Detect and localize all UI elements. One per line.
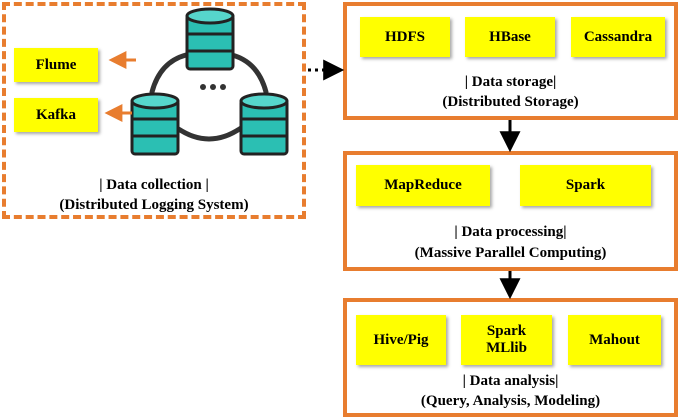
tool-spark: Spark — [520, 165, 651, 206]
data-storage-title: | Data storage| — [464, 74, 557, 90]
data-analysis-title: | Data analysis| — [462, 373, 559, 389]
tool-hbase: HBase — [465, 17, 555, 57]
database-icon — [130, 92, 180, 156]
data-processing-title: | Data processing| — [454, 224, 567, 240]
tool-hive-pig: Hive/Pig — [356, 315, 446, 365]
data-processing-panel: MapReduce Spark | Data processing| (Mass… — [343, 151, 678, 271]
data-analysis-subtitle: (Query, Analysis, Modeling) — [420, 393, 601, 409]
data-storage-panel: HDFS HBase Cassandra | Data storage| (Di… — [343, 2, 678, 120]
data-processing-subtitle: (Massive Parallel Computing) — [414, 245, 607, 261]
database-icon — [185, 7, 235, 71]
database-icon — [239, 92, 289, 156]
tool-kafka: Kafka — [14, 98, 98, 132]
tool-spark-mllib: Spark MLlib — [461, 315, 552, 365]
data-analysis-panel: Hive/Pig Spark MLlib Mahout | Data analy… — [343, 298, 678, 417]
data-collection-subtitle: (Distributed Logging System) — [59, 197, 249, 213]
data-storage-subtitle: (Distributed Storage) — [442, 94, 579, 110]
tool-hdfs: HDFS — [360, 17, 450, 57]
tool-cassandra: Cassandra — [571, 17, 665, 57]
tool-mapreduce: MapReduce — [356, 165, 490, 206]
database-cluster-icon — [130, 7, 289, 156]
tool-mahout: Mahout — [568, 315, 661, 365]
tool-flume: Flume — [14, 48, 98, 82]
data-collection-title: | Data collection | — [99, 177, 209, 193]
